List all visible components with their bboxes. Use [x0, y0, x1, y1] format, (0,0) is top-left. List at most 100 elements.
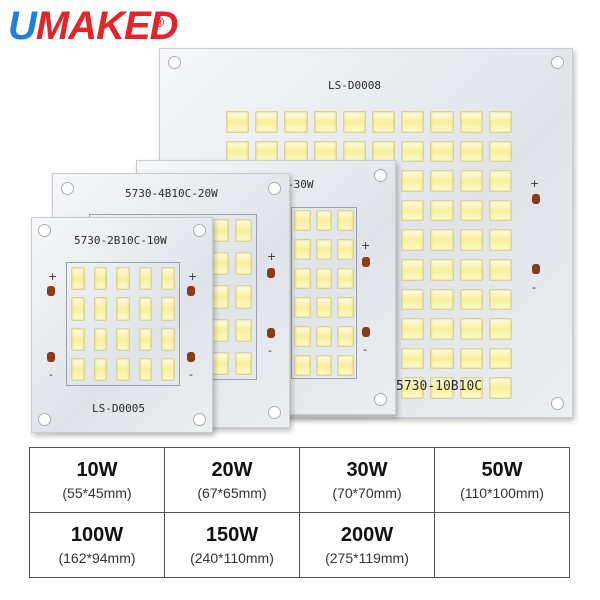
size-label: (67*65mm)	[197, 485, 267, 501]
size-label: (240*110mm)	[190, 550, 274, 566]
led-chip	[430, 199, 454, 222]
led-chip	[430, 140, 454, 163]
led-chip	[459, 170, 483, 192]
spec-cell: 50W (110*100mm)	[435, 448, 570, 513]
led-chip	[93, 327, 108, 351]
led-chip	[342, 140, 366, 163]
led-chip	[459, 140, 483, 163]
led-chip	[430, 170, 454, 192]
solder-pad	[532, 194, 540, 204]
led-chip	[430, 229, 454, 251]
spec-cell	[435, 513, 570, 578]
led-chip	[234, 318, 252, 342]
mount-hole	[193, 413, 206, 426]
wattage-label: 50W	[481, 459, 523, 481]
led-chip	[401, 377, 425, 399]
led-chip	[488, 111, 512, 133]
led-chip	[401, 140, 425, 163]
board-code-label: 5730-4B10C-20W	[125, 187, 218, 200]
led-chip	[488, 318, 512, 340]
wattage-label: 20W	[211, 459, 253, 481]
led-chip	[234, 219, 252, 243]
led-chip	[93, 297, 108, 321]
led-array	[291, 207, 357, 379]
led-chip	[315, 326, 333, 347]
led-chip	[315, 239, 333, 260]
led-chip	[161, 297, 175, 321]
spec-cell: 100W (162*94mm)	[30, 513, 165, 578]
mount-hole	[268, 182, 281, 195]
led-chip	[459, 259, 483, 281]
led-chip	[284, 111, 308, 133]
led-chip	[211, 285, 229, 309]
led-chip	[459, 347, 483, 370]
board-code-label: 5730-10B10C	[396, 379, 483, 394]
mount-hole	[374, 393, 387, 406]
mount-hole	[38, 413, 51, 426]
led-chip	[211, 252, 229, 276]
solder-pad	[47, 286, 55, 296]
led-chip	[294, 297, 311, 318]
mount-hole	[193, 224, 206, 237]
led-chip	[430, 318, 454, 340]
led-chip	[315, 268, 333, 289]
led-chip	[459, 288, 483, 311]
led-chip	[401, 199, 425, 222]
led-chip	[459, 199, 483, 222]
minus-sign: -	[268, 344, 272, 357]
led-chip	[294, 210, 311, 231]
led-chip	[488, 199, 512, 222]
led-chip	[488, 170, 512, 192]
plus-sign: +	[267, 250, 277, 263]
spec-table: 10W(55*45mm)20W(67*65mm)30W(70*70mm)50W(…	[29, 447, 570, 578]
size-label: (162*94mm)	[58, 550, 136, 566]
led-chip	[71, 267, 85, 291]
led-chip	[488, 259, 512, 281]
mount-hole	[374, 169, 387, 182]
wattage-label: 30W	[346, 459, 388, 481]
led-chip	[488, 229, 512, 251]
led-chip	[488, 377, 512, 399]
led-chip	[284, 140, 308, 163]
led-chip	[459, 377, 483, 399]
wattage-label: 100W	[70, 524, 124, 546]
led-chip	[226, 111, 250, 133]
wattage-label: 150W	[205, 524, 259, 546]
led-chip	[234, 351, 252, 375]
led-chip	[430, 377, 454, 399]
solder-pad	[267, 268, 275, 278]
led-chip	[401, 111, 425, 133]
led-chip	[401, 259, 425, 281]
led-chip	[430, 288, 454, 311]
wattage-label: 200W	[340, 524, 394, 546]
led-chip	[315, 355, 333, 376]
led-chip	[71, 297, 85, 321]
led-chip	[138, 267, 153, 291]
logo-text: MAKED	[35, 4, 179, 48]
led-chip	[488, 347, 512, 370]
spec-cell: 10W(55*45mm)	[30, 448, 165, 513]
led-chip	[337, 268, 354, 289]
led-chip	[138, 327, 153, 351]
led-chip	[234, 285, 252, 309]
size-label: (110*100mm)	[460, 485, 544, 501]
led-chip	[255, 111, 279, 133]
led-chip	[401, 347, 425, 370]
board-model-label: LS-D0005	[92, 402, 145, 415]
led-chip	[401, 288, 425, 311]
led-chip	[401, 170, 425, 192]
led-chip	[255, 140, 279, 163]
led-chip	[337, 355, 354, 376]
size-label: (55*45mm)	[62, 485, 132, 501]
led-chip	[93, 357, 108, 381]
led-chip	[93, 267, 108, 291]
led-chip	[211, 318, 229, 342]
minus-sign: -	[189, 368, 193, 381]
mount-hole	[551, 56, 564, 69]
led-chip	[294, 239, 311, 260]
led-chip	[337, 297, 354, 318]
led-chip	[430, 111, 454, 133]
led-chip	[401, 229, 425, 251]
led-chip	[138, 297, 153, 321]
led-chip	[116, 297, 130, 321]
